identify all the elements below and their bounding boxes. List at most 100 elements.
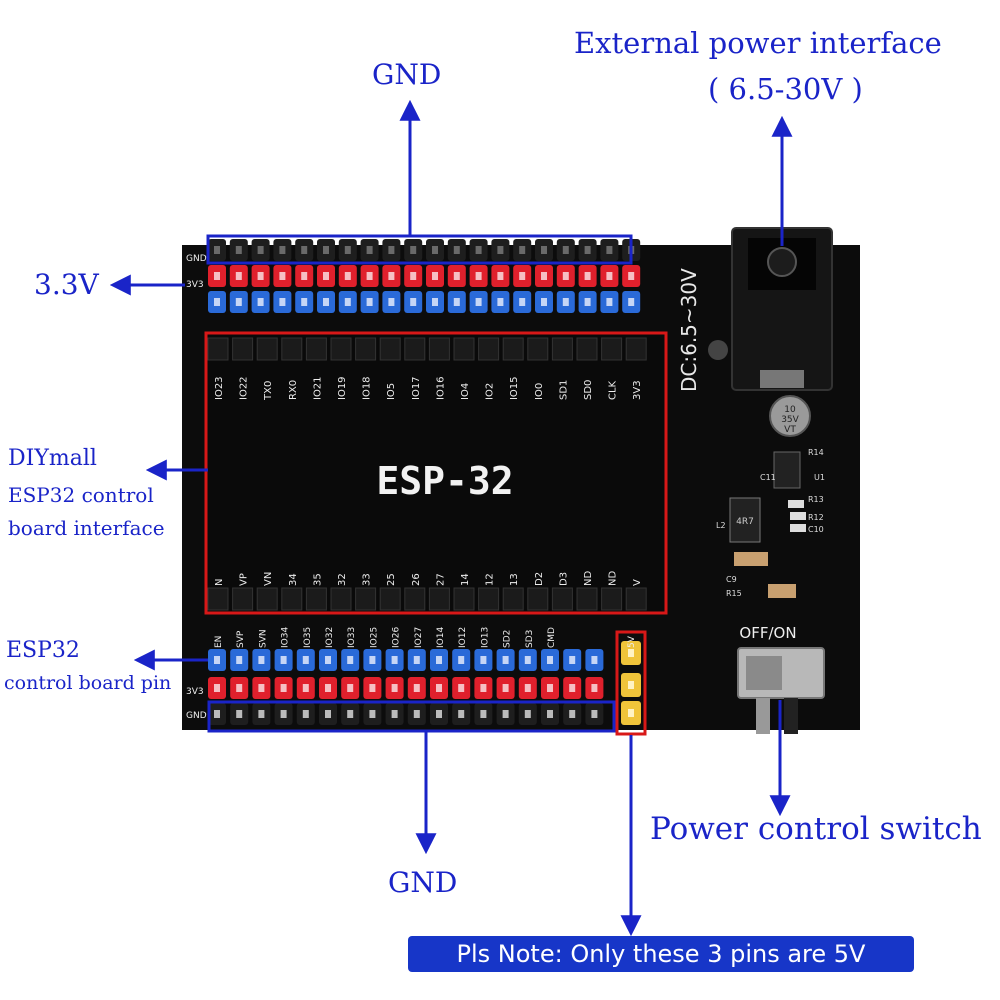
io-top-pin [317, 291, 335, 313]
board-bottom-pin-label: IO34 [281, 627, 291, 648]
io-bottom-pin [430, 649, 448, 671]
capacitor-text-1: 10 [784, 405, 796, 415]
gnd-bottom-pin [585, 703, 604, 725]
v33-top-pin [513, 265, 532, 287]
v33-top-pin [556, 265, 575, 287]
module-top-pin-label: IO21 [312, 376, 323, 400]
module-top-pin-label: IO2 [485, 383, 496, 400]
comp-label-u1: U1 [814, 473, 825, 482]
io-top-pin [404, 291, 423, 313]
io-top-pin [513, 291, 532, 313]
board-bottom-pin-label: SD2 [503, 630, 513, 648]
io-top-pin [251, 291, 270, 313]
io-bottom-pin [363, 649, 382, 671]
v33-top-pin [600, 265, 619, 287]
gnd-top-pin [426, 239, 444, 261]
v33-bottom-pin [363, 677, 382, 699]
module-bottom-pin-label: 34 [288, 573, 299, 586]
board-bottom-pin-label: IO27 [414, 627, 424, 648]
v33-bottom-pin [518, 677, 537, 699]
io-bottom-pin [319, 649, 337, 671]
comp-label-r15: R15 [726, 589, 742, 598]
module-top-pin-label: SD0 [583, 380, 594, 400]
gnd-top-pin [360, 239, 379, 261]
gnd-top-pin [535, 239, 553, 261]
gnd-top-pin [317, 239, 335, 261]
v33-top-pin [317, 265, 335, 287]
gnd-bottom-pin [541, 703, 559, 725]
v33-top-pin [622, 265, 641, 287]
gnd-bottom-highlight [207, 700, 616, 733]
v33-bottom-pin [296, 677, 315, 699]
gnd-top-pin [208, 239, 226, 261]
socket-headers [207, 337, 647, 611]
io-top-pin [556, 291, 575, 313]
socket-top-hole [453, 337, 475, 361]
io-bottom-pin [585, 649, 604, 671]
esp32-pin-label-1: ESP32 [6, 638, 80, 663]
gnd-top-pin [229, 239, 248, 261]
module-bottom-pin-label: V [632, 579, 643, 586]
v33-bottom-pin [274, 677, 293, 699]
power-components: 10 35V VT 4R7 R14 U1 C11 R13 L2 R12 C10 … [716, 395, 825, 598]
v33-bottom-pin [385, 677, 404, 699]
module-bottom-pin-label: 14 [460, 573, 471, 586]
gnd-bottom-pin [385, 703, 404, 725]
gnd-bottom-pin [319, 703, 337, 725]
socket-top-hole [478, 337, 500, 361]
module-bottom-pin-label: 33 [362, 573, 373, 586]
gnd-top-label: GND [372, 58, 442, 91]
module-top-pin-label: IO15 [509, 376, 520, 400]
io-top-pin [338, 291, 357, 313]
io-top-pin [622, 291, 641, 313]
v33-bottom-pin [541, 677, 559, 699]
board-bottom-pin-label: IO25 [369, 627, 379, 648]
module-top-pin-label: IO0 [534, 383, 545, 400]
io-top-pin [426, 291, 444, 313]
power-switch-label: Power control switch [650, 811, 982, 847]
io-top-pin [578, 291, 597, 313]
board-bottom-pin-label: CMD [547, 627, 557, 648]
socket-bottom-hole [232, 587, 254, 611]
board-bottom-pin-label: 5V [627, 635, 637, 648]
power-switch: OFF/ON [737, 624, 825, 734]
esp32-pin-label-2: control board pin [4, 672, 172, 694]
module-top-pin-label: IO22 [239, 376, 250, 400]
board-bottom-pin-label: IO13 [480, 627, 490, 648]
v33-top-pin [469, 265, 488, 287]
v33-bottom-pin [496, 677, 515, 699]
io-bottom-pin [563, 649, 582, 671]
socket-top-hole [527, 337, 549, 361]
socket-bottom-hole [207, 587, 229, 611]
module-top-pin-label: IO17 [411, 376, 422, 400]
io-bottom-pin [274, 649, 293, 671]
module-top-pin-label: IO16 [435, 376, 446, 400]
board-bottom-pin-label: IO35 [303, 627, 313, 648]
module-bottom-pin-label: D3 [558, 572, 569, 586]
io-top-pin [273, 291, 292, 313]
socket-bottom-hole [527, 587, 549, 611]
module-top-pin-label: IO4 [460, 383, 471, 400]
v33-top-pin [578, 265, 597, 287]
io-top-pin [295, 291, 314, 313]
module-bottom-pin-label: D2 [534, 572, 545, 586]
io-bottom-pin [518, 649, 537, 671]
five-volt-note: Pls Note: Only these 3 pins are 5V [408, 936, 914, 972]
external-power-label-2: ( 6.5-30V ) [708, 72, 863, 106]
gnd-top-pin [556, 239, 575, 261]
io-bottom-pin [452, 649, 471, 671]
module-top-pin-label: 3V3 [632, 380, 643, 400]
socket-top-hole [379, 337, 401, 361]
board-bottom-pin-label: IO14 [436, 627, 446, 648]
esp32-interface-highlight [204, 331, 668, 615]
dc-jack [708, 227, 833, 391]
module-bottom-pin-label: VN [263, 572, 274, 586]
gnd-bottom-pin [496, 703, 515, 725]
v33-bottom-pin [585, 677, 604, 699]
gnd-top-pin [295, 239, 314, 261]
board-bottom-pin-label: SD3 [525, 630, 535, 648]
io-top-pin [382, 291, 401, 313]
